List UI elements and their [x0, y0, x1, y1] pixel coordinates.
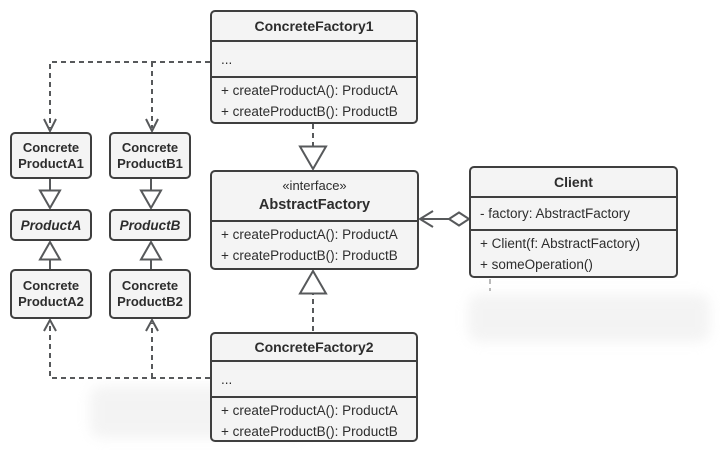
class-title: AbstractFactory: [258, 196, 371, 213]
realization-arrow-concretefactory2-abstractfactory: [298, 269, 328, 331]
class-box-concreteproductb1: Concrete ProductB1: [109, 132, 191, 179]
class-box-abstractfactory: «interface» AbstractFactory + createProd…: [210, 170, 419, 270]
class-box-concreteproductb2: Concrete ProductB2: [109, 269, 191, 319]
method: + createProductB(): ProductB: [221, 248, 398, 263]
class-title: ProductA: [20, 217, 82, 233]
method: + createProductA(): ProductA: [221, 403, 398, 418]
watermark-smudge: [468, 294, 710, 342]
class-title: ProductB: [119, 217, 181, 233]
class-methods: + Client(f: AbstractFactory) + someOpera…: [471, 229, 676, 276]
class-box-concretefactory2: ConcreteFactory2 ... + createProductA():…: [210, 332, 418, 442]
inheritance-arrow-concreteproducta1-producta: [38, 179, 62, 211]
class-title-line: ProductA2: [18, 294, 84, 309]
method: + Client(f: AbstractFactory): [480, 236, 641, 251]
class-fields: ...: [212, 360, 416, 396]
class-methods: + createProductA(): ProductA + createPro…: [212, 220, 417, 268]
class-box-concretefactory1: ConcreteFactory1 ... + createProductA():…: [210, 10, 418, 124]
class-title-line: Concrete: [22, 278, 80, 293]
class-title: ConcreteFactory1: [254, 18, 374, 34]
method: + createProductA(): ProductA: [221, 227, 398, 242]
dependency-arrow-concretefactory1-products: [43, 61, 210, 134]
class-box-producta: ProductA: [10, 209, 92, 241]
class-box-client: Client - factory: AbstractFactory + Clie…: [469, 166, 678, 278]
method: + createProductA(): ProductA: [221, 83, 398, 98]
class-methods: + createProductA(): ProductA + createPro…: [212, 76, 416, 122]
class-box-concreteproducta1: Concrete ProductA1: [10, 132, 92, 179]
class-methods: + createProductA(): ProductA + createPro…: [212, 396, 416, 440]
inheritance-arrow-concreteproducta2-producta: [38, 239, 62, 269]
class-title-line: Concrete: [121, 278, 179, 293]
stereotype-label: «interface»: [282, 177, 347, 193]
inheritance-arrow-concreteproductb1-productb: [139, 179, 163, 211]
class-title: ConcreteFactory2: [254, 339, 374, 355]
dependency-arrow-concretefactory2-products: [43, 317, 210, 379]
class-fields: - factory: AbstractFactory: [471, 196, 676, 229]
method: + createProductB(): ProductB: [221, 104, 398, 119]
method: + someOperation(): [480, 257, 593, 272]
class-title-line: Concrete: [22, 139, 80, 155]
class-box-concreteproducta2: Concrete ProductA2: [10, 269, 92, 319]
class-title-line: Concrete: [121, 139, 179, 155]
class-title-line: ProductA1: [18, 155, 84, 171]
class-title-line: ProductB1: [117, 155, 183, 171]
class-box-productb: ProductB: [109, 209, 191, 241]
class-header: «interface» AbstractFactory: [212, 172, 417, 220]
class-title: Client: [554, 174, 593, 190]
aggregation-arrow-client-abstractfactory: [418, 210, 471, 228]
method: + createProductB(): ProductB: [221, 424, 398, 439]
class-fields: ...: [212, 40, 416, 76]
realization-arrow-concretefactory1-abstractfactory: [298, 124, 328, 171]
inheritance-arrow-concreteproductb2-productb: [139, 239, 163, 269]
class-title-line: ProductB2: [117, 294, 183, 309]
